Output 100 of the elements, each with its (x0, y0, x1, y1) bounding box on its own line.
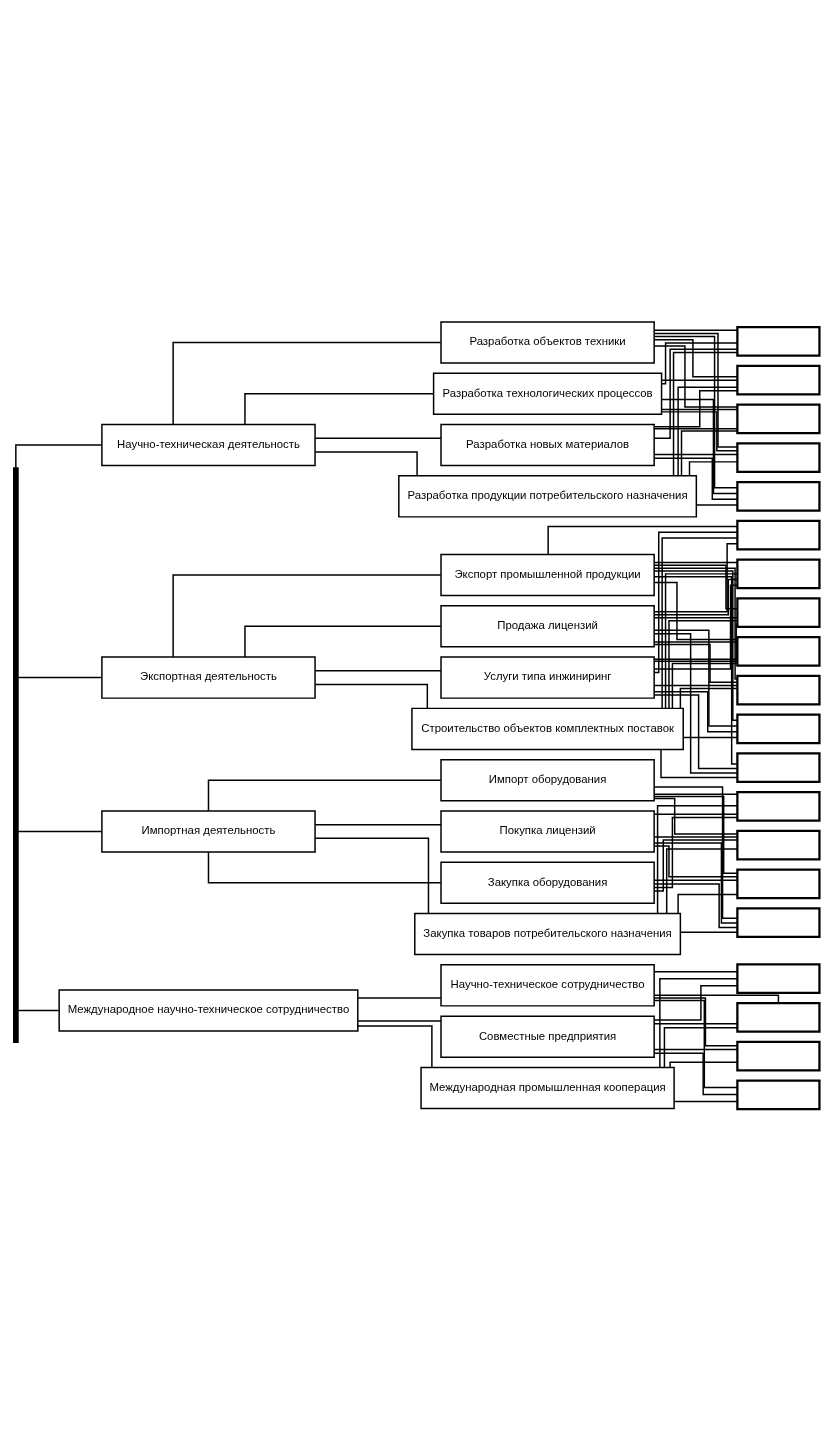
node-box: Закупка товаров потребительского назначения (413, 912, 681, 955)
connector (653, 785, 738, 919)
connector (652, 561, 738, 563)
node-box (735, 713, 821, 744)
node-box: Импортная деятельность (100, 809, 316, 853)
connector (653, 693, 738, 769)
connector (652, 660, 738, 662)
connector (653, 344, 738, 408)
connector (660, 379, 738, 381)
connector (652, 835, 738, 838)
connector (652, 994, 779, 1003)
node-box: Научно-техническое сотрудничество (439, 963, 655, 1007)
connector (207, 850, 441, 883)
node-box (735, 790, 821, 822)
connector (171, 341, 441, 425)
connector (656, 804, 738, 914)
node-box: Покупка лицензий (439, 809, 655, 853)
node-box (735, 325, 821, 357)
connector (660, 536, 738, 709)
connector (653, 575, 738, 765)
node-box (735, 441, 821, 473)
node-box (735, 829, 821, 861)
node-box: Разработка технологических процессов (432, 372, 662, 415)
node-bar (12, 466, 19, 1043)
connector (659, 748, 738, 778)
connector (652, 812, 738, 815)
connector (660, 341, 738, 385)
connector (356, 1019, 442, 1022)
connector (653, 569, 738, 721)
connector (653, 578, 738, 616)
connector (652, 684, 738, 686)
connector (653, 690, 738, 732)
connector (653, 629, 738, 727)
connector (676, 386, 738, 476)
node-box (735, 962, 821, 994)
connector (17, 1009, 59, 1011)
connector (652, 616, 738, 619)
connector (660, 398, 738, 494)
connector (652, 838, 738, 892)
node-box: Разработка объектов техники (439, 320, 655, 364)
connector (653, 584, 738, 670)
connector (652, 879, 738, 881)
connector (664, 572, 738, 709)
node-box (735, 906, 821, 938)
connector (667, 619, 738, 709)
connector (653, 335, 738, 489)
connector (314, 683, 428, 709)
connector (243, 625, 442, 658)
connector (653, 816, 738, 888)
connector (652, 453, 738, 455)
connector (653, 643, 738, 683)
connector (243, 392, 434, 425)
connector (653, 566, 738, 680)
node-box: Разработка продукции потребительского назначения (397, 474, 697, 518)
connector (680, 429, 738, 476)
connector (653, 531, 738, 673)
node-box (735, 674, 821, 706)
connector (653, 348, 738, 439)
connector (14, 443, 102, 468)
connector (672, 351, 738, 476)
node-box (735, 480, 821, 512)
connector (652, 996, 738, 1046)
node-box: Экспортная деятельность (100, 655, 316, 699)
connector (314, 837, 429, 914)
connector (356, 996, 442, 999)
connector (652, 793, 738, 795)
node-box: Международная промышленная кооперация (419, 1066, 675, 1109)
node-box (735, 868, 821, 899)
node-box: Научно-техническая деятельность (100, 423, 316, 466)
connector (356, 1024, 433, 1068)
connector (652, 632, 738, 774)
connector (314, 437, 442, 439)
connector (653, 795, 738, 874)
connector (17, 676, 102, 678)
connector (652, 841, 738, 924)
connector (682, 736, 738, 738)
connector (653, 456, 738, 500)
node-box (735, 558, 821, 589)
connector (653, 622, 738, 660)
connector (653, 1052, 738, 1095)
connector (688, 460, 738, 476)
node-box: Строительство объектов комплектных поставок (410, 707, 684, 750)
node-box: Импорт оборудования (439, 758, 655, 801)
connector (653, 389, 738, 427)
connector (653, 797, 738, 835)
node-box (735, 751, 821, 783)
connector (652, 970, 738, 973)
node-box (735, 519, 821, 550)
connector (546, 525, 738, 555)
node-box (735, 635, 821, 667)
connector (314, 669, 442, 671)
node-box: Продажа лицензий (439, 604, 655, 648)
connector (653, 564, 738, 610)
connector (695, 503, 738, 506)
connector (652, 329, 738, 331)
connector (17, 830, 102, 832)
connector (653, 844, 738, 878)
connector (672, 1100, 738, 1102)
connector (665, 847, 738, 914)
connector (314, 823, 442, 825)
